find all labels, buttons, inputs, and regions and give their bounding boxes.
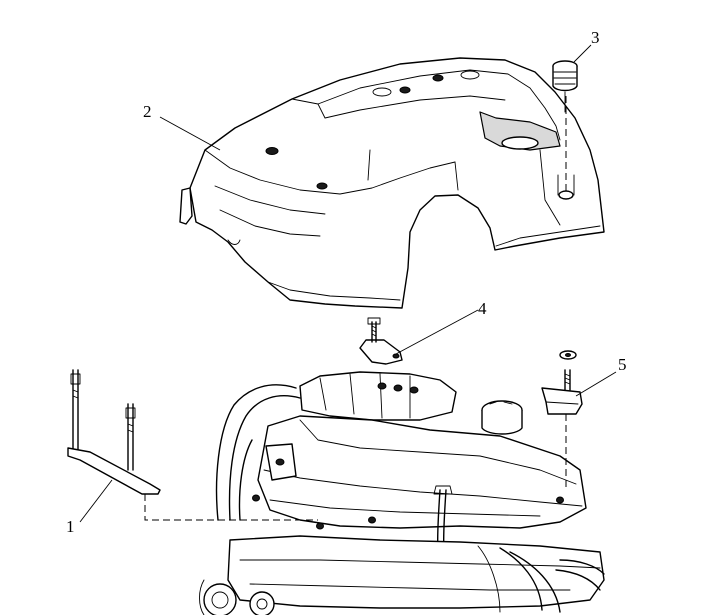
engine-cover	[179, 57, 605, 309]
callouts: 1 2 3 4 5	[66, 28, 627, 536]
stud-mount-plate	[359, 317, 403, 365]
callout-5: 5	[618, 355, 627, 374]
engine-assembly	[199, 371, 605, 615]
callout-1: 1	[66, 517, 75, 536]
callout-2: 2	[143, 102, 152, 121]
rubber-grommet	[552, 60, 578, 192]
leader-lines	[79, 44, 617, 523]
oil-filler-cap	[481, 400, 523, 435]
bracket-with-stud	[541, 350, 583, 415]
callout-4: 4	[478, 299, 487, 318]
callout-3: 3	[591, 28, 600, 47]
bracket-with-studs	[67, 369, 161, 495]
assembly-line-1	[144, 494, 318, 521]
